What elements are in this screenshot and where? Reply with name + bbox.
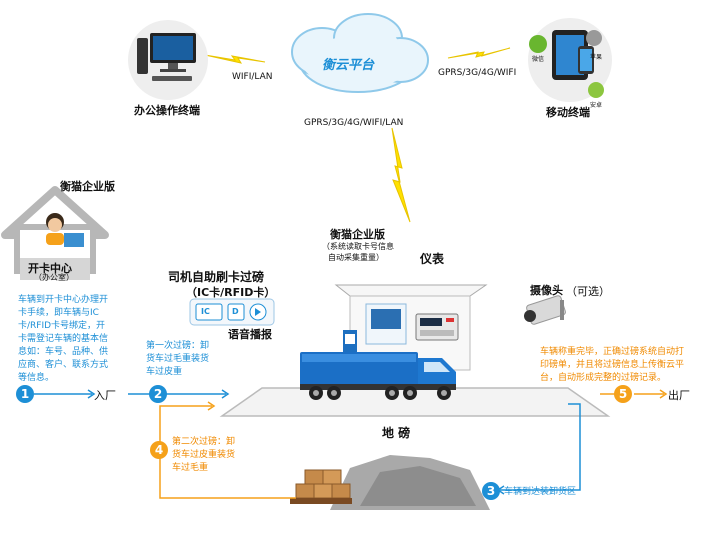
- office-pc-icon: [128, 20, 208, 100]
- mobile-devices-icon: [528, 18, 612, 102]
- voice-broadcast-label: 语音播报: [228, 328, 272, 341]
- link-bolt-right: [447, 47, 511, 59]
- chip-d-label: D: [232, 307, 239, 316]
- card-reader-icons: [189, 298, 275, 326]
- first-weigh-note: 第一次过磅：卸货车过毛重装货车过皮重: [146, 341, 210, 377]
- step-1-badge: 1: [16, 385, 34, 403]
- step-4-badge: 4: [150, 441, 168, 459]
- card-center-desc: 车辆到开卡中心办理开卡手续，即车辆与IC卡/RFID卡号绑定，开卡需登记车辆的基…: [18, 295, 109, 383]
- second-weigh-note: 第二次过磅：卸货车过皮重装货车过毛重: [172, 437, 236, 473]
- card-center-title: 衡猫企业版: [60, 180, 115, 193]
- link-left-label: WIFI/LAN: [232, 72, 273, 82]
- link-right-label: GPRS/3G/4G/WIFI: [438, 68, 517, 78]
- exit-label: 出厂: [668, 389, 690, 402]
- meter-label: 仪表: [420, 252, 445, 266]
- truck-icon: [300, 352, 456, 400]
- app-wechat-label: 微信: [532, 56, 545, 63]
- finish-note: 车辆称重完毕，正确过磅系统自动打印磅单，并且将过磅信息上传衡云平台，自动形成完整…: [540, 347, 685, 383]
- cloud-shape: [291, 13, 429, 93]
- link-down-label: GPRS/3G/4G/WIFI/LAN: [304, 118, 404, 128]
- chip-ic-label: IC: [201, 307, 210, 316]
- camera-icon: [524, 295, 566, 325]
- enter-label: 入厂: [94, 389, 116, 402]
- link-bolt-left: [204, 54, 266, 64]
- card-center-house-sub: （办公室）: [34, 273, 74, 282]
- meter-device-icon: [415, 313, 459, 341]
- app-apple-label: 苹果: [590, 54, 603, 61]
- card-center-house: [1, 186, 109, 280]
- app-android-label: 安卓: [590, 102, 603, 109]
- office-terminal-label: 办公操作终端: [134, 104, 200, 117]
- cargo-pile-icon: [290, 455, 490, 510]
- station-title: 衡猫企业版: [330, 228, 385, 241]
- cloud-platform-label: 衡云平台: [322, 58, 375, 73]
- step-5-badge: 5: [614, 385, 632, 403]
- selfcard-title: 司机自助刷卡过磅: [168, 270, 265, 284]
- link-bolt-down: [391, 127, 411, 223]
- step-2-badge: 2: [149, 385, 167, 403]
- card-center-house-label: 开卡中心: [28, 262, 72, 275]
- to-area-note: 车辆到达装卸货区: [504, 487, 577, 497]
- station-sub-2: 自动采集重量）: [328, 253, 384, 262]
- station-sub-1: （系统读取卡号信息: [322, 242, 394, 251]
- selfcard-sub: （IC卡/RFID卡）: [186, 286, 276, 299]
- camera-optional-label: （可选）: [566, 285, 610, 298]
- camera-label: 摄像头: [530, 284, 563, 297]
- mobile-terminal-label: 移动终端: [546, 106, 590, 119]
- step-3-badge: 3: [482, 482, 500, 500]
- weighbridge-label: 地 磅: [382, 426, 411, 440]
